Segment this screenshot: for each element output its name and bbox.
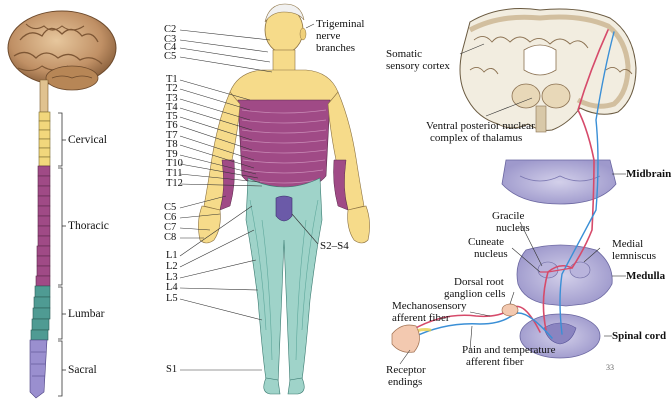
midbrain-section bbox=[502, 160, 616, 204]
body-dermatome-figure bbox=[198, 4, 369, 394]
medulla-label: Medulla bbox=[626, 270, 665, 282]
drg-label-line2: ganglion cells bbox=[444, 288, 505, 300]
vpn-thalamus-label-line2: complex of thalamus bbox=[430, 132, 522, 144]
trigeminal-label-line1: Trigeminal bbox=[316, 18, 365, 30]
trigeminal-label-line2: nerve bbox=[316, 30, 340, 42]
brain-illustration bbox=[8, 11, 116, 90]
spine-label-sacral: Sacral bbox=[68, 364, 97, 376]
trigeminal-label-line3: branches bbox=[316, 42, 355, 54]
cervical-segment-group bbox=[39, 112, 50, 166]
drg-ganglion bbox=[502, 304, 518, 316]
midbrain-label: Midbrain bbox=[626, 168, 671, 180]
somatic-cortex-label-line1: Somatic bbox=[386, 48, 422, 60]
dermatome-label-c5: C5 bbox=[164, 52, 176, 63]
lumbar-segment-group bbox=[31, 286, 50, 340]
cuneate-nucleus-label-line2: nucleus bbox=[474, 248, 508, 260]
spinal-cord-label: Spinal cord bbox=[612, 330, 666, 342]
drg-label-line1: Dorsal root bbox=[454, 276, 504, 288]
medulla-section bbox=[517, 245, 612, 306]
gracile-nucleus-label-line1: Gracile bbox=[492, 210, 524, 222]
pain-temp-label-line2: afferent fiber bbox=[466, 356, 524, 368]
spine-label-cervical: Cervical bbox=[68, 134, 107, 146]
dermatome-label-l2: L2 bbox=[166, 262, 178, 273]
sacral-segment bbox=[30, 340, 47, 398]
pain-temp-label-line1: Pain and temperature bbox=[462, 344, 555, 356]
thoracic-segment-group bbox=[36, 166, 50, 286]
s2-s4-label: S2–S4 bbox=[320, 240, 349, 252]
page-number: 33 bbox=[606, 362, 614, 374]
spine-brackets bbox=[58, 113, 66, 396]
receptor-endings-label-line2: endings bbox=[388, 376, 422, 388]
mechanosensory-label-line2: afferent fiber bbox=[392, 312, 450, 324]
spine-label-lumbar: Lumbar bbox=[68, 308, 104, 320]
receptor-endings-label-line1: Receptor bbox=[386, 364, 426, 376]
dermatome-label-t12: T12 bbox=[166, 179, 183, 190]
spinal-column bbox=[30, 80, 50, 398]
spine-label-thoracic: Thoracic bbox=[68, 220, 109, 232]
somatic-cortex-label-line2: sensory cortex bbox=[386, 60, 450, 72]
vpn-thalamus-label-line1: Ventral posterior nuclear bbox=[426, 120, 535, 132]
coronal-brain-section bbox=[460, 9, 636, 133]
dermatome-label-l5: L5 bbox=[166, 294, 178, 305]
dermatome-label-l4: L4 bbox=[166, 283, 178, 294]
skin-patch bbox=[392, 325, 420, 352]
mechanosensory-label-line1: Mechanosensory bbox=[392, 300, 467, 312]
dermatome-label-s1: S1 bbox=[166, 365, 177, 376]
gracile-nucleus-label-line2: nucleus bbox=[496, 222, 530, 234]
medial-lemniscus-label-line1: Medial bbox=[612, 238, 643, 250]
dermatome-label-l1: L1 bbox=[166, 251, 178, 262]
medial-lemniscus-label-line2: lemniscus bbox=[612, 250, 656, 262]
cuneate-nucleus-label-line1: Cuneate bbox=[468, 236, 504, 248]
s2-s4-region bbox=[276, 196, 292, 221]
dermatome-label-arm-c8: C8 bbox=[164, 233, 176, 244]
